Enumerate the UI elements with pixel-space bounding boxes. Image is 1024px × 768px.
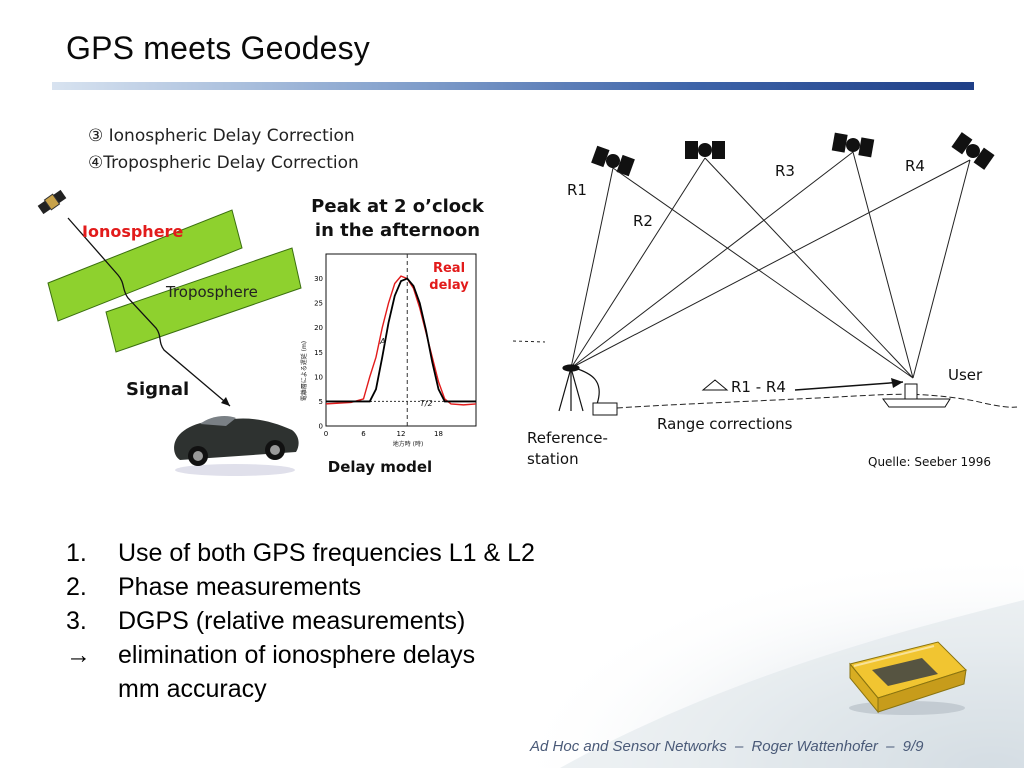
bullet-list: 1.Use of both GPS frequencies L1 & L2 2.… bbox=[66, 536, 535, 706]
list-item: mm accuracy bbox=[118, 675, 267, 703]
page-title: GPS meets Geodesy bbox=[66, 30, 370, 66]
ionospheric-correction-label: ③ Ionospheric Delay Correction bbox=[88, 126, 355, 146]
satellite-icon bbox=[37, 189, 67, 215]
signal-label: Signal bbox=[126, 379, 189, 400]
dgps-figure: R1 R2 R3 R4 R1 - R4 User Range correctio… bbox=[512, 132, 1018, 469]
tropospheric-correction-label: ④Tropospheric Delay Correction bbox=[88, 153, 359, 173]
y-tick-label: 20 bbox=[314, 324, 323, 332]
chart-ylabel: 電離層による遅延 (m) bbox=[300, 341, 308, 401]
atmosphere-figure: Ionosphere Troposphere Signal bbox=[37, 189, 302, 476]
chart-frame bbox=[325, 253, 477, 427]
triangle-icon bbox=[701, 379, 729, 391]
footer-author: Roger Wattenhofer bbox=[751, 738, 878, 755]
satellite-r3-icon bbox=[831, 132, 875, 158]
reference-station-label-2: station bbox=[527, 450, 579, 468]
r4-label: R4 bbox=[905, 157, 925, 175]
user-boat-icon bbox=[882, 383, 951, 408]
correction-arrow bbox=[794, 381, 904, 391]
y-tick-label: 5 bbox=[319, 398, 323, 406]
title-divider bbox=[52, 82, 974, 90]
real-delay-label-1: Real bbox=[433, 261, 465, 276]
annotation-t2: T/2 bbox=[420, 399, 433, 408]
gps-device-icon bbox=[849, 641, 967, 715]
chart-heading-line2: in the afternoon bbox=[314, 220, 481, 241]
range-corrections-label: Range corrections bbox=[657, 415, 793, 433]
annotation-a: A bbox=[379, 337, 385, 346]
delay-model-label: Delay model bbox=[328, 458, 432, 476]
satellite-r4-icon bbox=[951, 132, 995, 170]
r1-r4-label: R1 - R4 bbox=[731, 378, 786, 396]
x-tick-label: 12 bbox=[397, 430, 406, 438]
car-icon bbox=[174, 416, 299, 476]
footer-course: Ad Hoc and Sensor Networks bbox=[530, 738, 727, 755]
x-tick-label: 6 bbox=[361, 430, 366, 438]
satellite-r1-icon bbox=[591, 145, 635, 177]
r3-label: R3 bbox=[775, 162, 795, 180]
reference-antenna-icon bbox=[558, 364, 600, 412]
chart-heading-line1: Peak at 2 o’clock bbox=[311, 196, 484, 217]
list-item: →elimination of ionosphere delays bbox=[66, 638, 535, 672]
x-tick-label: 0 bbox=[324, 430, 328, 438]
y-tick-label: 30 bbox=[314, 275, 323, 283]
list-item: 2.Phase measurements bbox=[66, 573, 362, 601]
y-tick-label: 10 bbox=[314, 373, 323, 381]
arrow-icon: → bbox=[66, 641, 91, 669]
x-tick-label: 18 bbox=[434, 430, 443, 438]
y-tick-label: 0 bbox=[319, 423, 323, 431]
reference-station-label-1: Reference- bbox=[527, 429, 608, 447]
chart-xlabel: 地方時 (時) bbox=[393, 440, 424, 448]
real-delay-label-2: delay bbox=[429, 278, 469, 293]
r1-label: R1 bbox=[567, 181, 587, 199]
y-tick-label: 15 bbox=[314, 349, 323, 357]
footer-separator: – bbox=[886, 738, 895, 755]
delay-chart: 0 6 12 18 0 5 10 15 20 25 30 Real delay A T/2 電離層に… bbox=[300, 253, 477, 476]
troposphere-label: Troposphere bbox=[165, 283, 258, 301]
footer-page: 9/9 bbox=[902, 738, 924, 755]
list-item: 3.DGPS (relative measurements) bbox=[66, 607, 466, 635]
satellite-r2-icon bbox=[685, 141, 725, 159]
delay-model-line bbox=[326, 277, 476, 403]
footer: Ad Hoc and Sensor Networks – Roger Watte… bbox=[530, 738, 927, 755]
receiver-box-icon bbox=[592, 402, 618, 416]
footer-separator: – bbox=[734, 738, 744, 755]
ionosphere-label: Ionosphere bbox=[82, 222, 183, 241]
real-delay-line bbox=[325, 275, 477, 406]
list-item: 1.Use of both GPS frequencies L1 & L2 bbox=[66, 539, 535, 567]
y-tick-label: 25 bbox=[314, 300, 323, 308]
source-label: Quelle: Seeber 1996 bbox=[868, 455, 991, 469]
r2-label: R2 bbox=[633, 212, 653, 230]
user-label: User bbox=[948, 366, 983, 384]
